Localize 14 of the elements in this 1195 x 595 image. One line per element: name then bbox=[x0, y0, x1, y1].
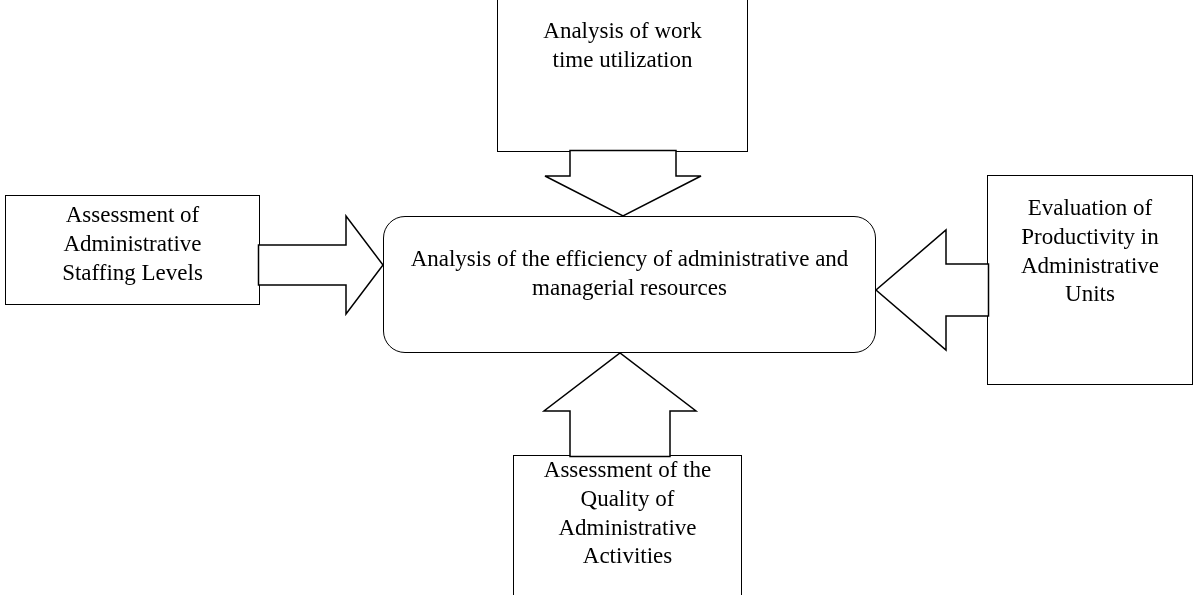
block-arrow bbox=[257, 213, 384, 317]
callout-box bbox=[497, 0, 748, 152]
callout-text: Evaluation of Productivity in Administrative Units bbox=[1020, 194, 1160, 309]
block-arrow bbox=[541, 352, 699, 458]
block-arrow bbox=[874, 228, 990, 352]
callout-box bbox=[987, 175, 1193, 385]
callout-box bbox=[513, 455, 742, 595]
callout-text: Analysis of work time utilization bbox=[542, 17, 703, 74]
process-box bbox=[383, 216, 876, 353]
callout-box bbox=[5, 195, 260, 305]
callout-text: Assessment of the Quality of Administrative Activities bbox=[542, 456, 713, 571]
block-arrow bbox=[544, 149, 702, 217]
callout-text: Assessment of Administrative Staffing Levels bbox=[61, 201, 204, 287]
box-text: Analysis of the efficiency of administrative and managerial resources bbox=[409, 245, 850, 302]
